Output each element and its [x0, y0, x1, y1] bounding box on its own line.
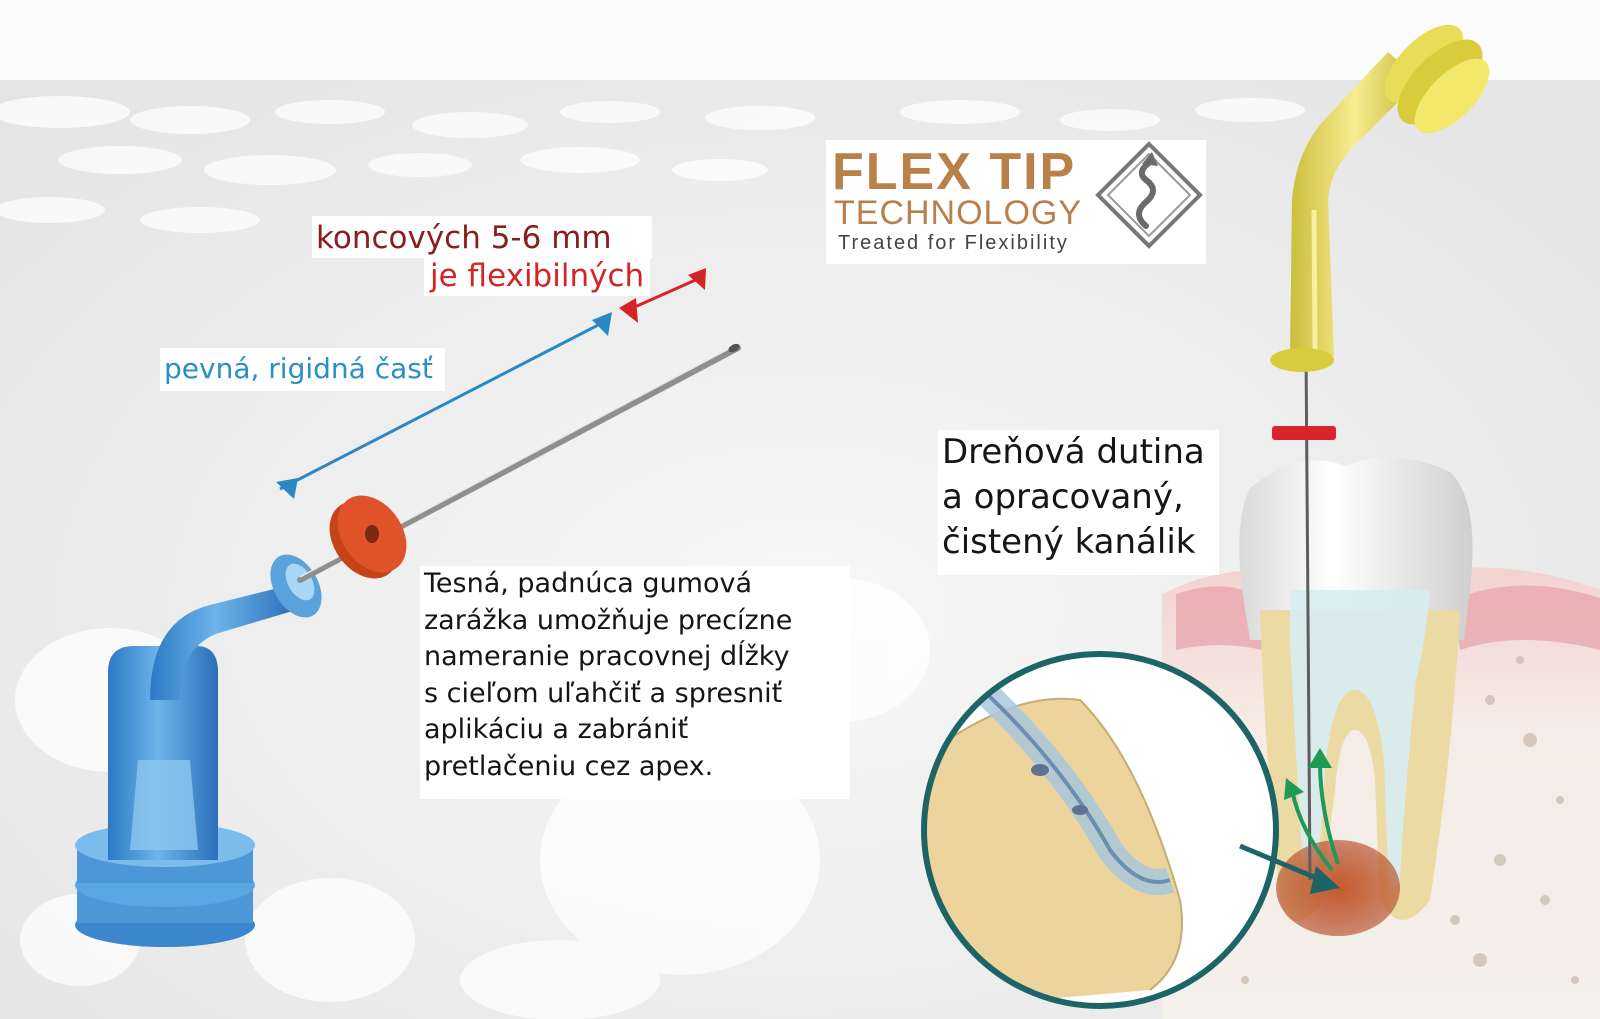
- tooth-cross-section: [1162, 349, 1600, 1019]
- stopper-description-line: aplikáciu a zabrániť: [424, 714, 689, 745]
- stopper-description: Tesná, padnúca gumová zarážka umožňuje p…: [420, 566, 850, 799]
- stopper-description-line: s cieľom uľahčiť a spresniť: [424, 677, 783, 709]
- flexible-description-label: je flexibilných: [424, 256, 651, 296]
- red-stopper: [1272, 426, 1336, 440]
- pulp-description-line: čistený kanálik: [942, 522, 1196, 562]
- green-arrows-icon: [1284, 748, 1340, 872]
- brand-title: FLEX TIP: [832, 143, 1077, 201]
- flex-tip-logo: FLEX TIP TECHNOLOGY Treated for Flexibil…: [826, 140, 1206, 264]
- gum-right: [1452, 585, 1600, 650]
- rigid-part-bracket: [276, 312, 612, 499]
- pulp-description-line: Dreňová dutina: [942, 432, 1205, 472]
- rigid-part-label: pevná, rigidná časť: [160, 348, 445, 391]
- stopper-description-line: Tesná, padnúca gumová: [424, 568, 753, 599]
- pulp-description: Dreňová dutina a opracovaný, čistený kan…: [938, 430, 1219, 575]
- magnifier-pointer: [1239, 843, 1327, 885]
- blue-endo-tip: [75, 554, 322, 947]
- flexible-part-bracket: [619, 268, 706, 323]
- rubber-stopper: [329, 495, 407, 579]
- stopper-description-line: nameranie pracovnej dĺžky: [424, 641, 790, 672]
- yellow-endo-tip: [1270, 24, 1490, 440]
- pulp-description-line: a opracovaný,: [942, 477, 1184, 517]
- winding-road-sign-icon: [1095, 141, 1203, 249]
- flexible-length-label: koncových 5-6 mm: [312, 216, 652, 258]
- needle-tip-opening: [728, 343, 740, 353]
- brand-tagline: Treated for Flexibility: [838, 232, 1069, 254]
- stopper-description-line: zarážka umožňuje precízne: [424, 604, 793, 636]
- brand-subtitle: TECHNOLOGY: [834, 194, 1083, 232]
- yellow-tip-collar: [1270, 348, 1334, 372]
- magnifier-ring: [921, 651, 1279, 1009]
- pulp-chamber: [1290, 590, 1430, 886]
- gum-left: [1176, 586, 1262, 650]
- magnified-apex-view: [921, 651, 1340, 1009]
- stopper-description-line: pretlačeniu cez apex.: [424, 750, 714, 782]
- background-top-band: [0, 0, 1600, 80]
